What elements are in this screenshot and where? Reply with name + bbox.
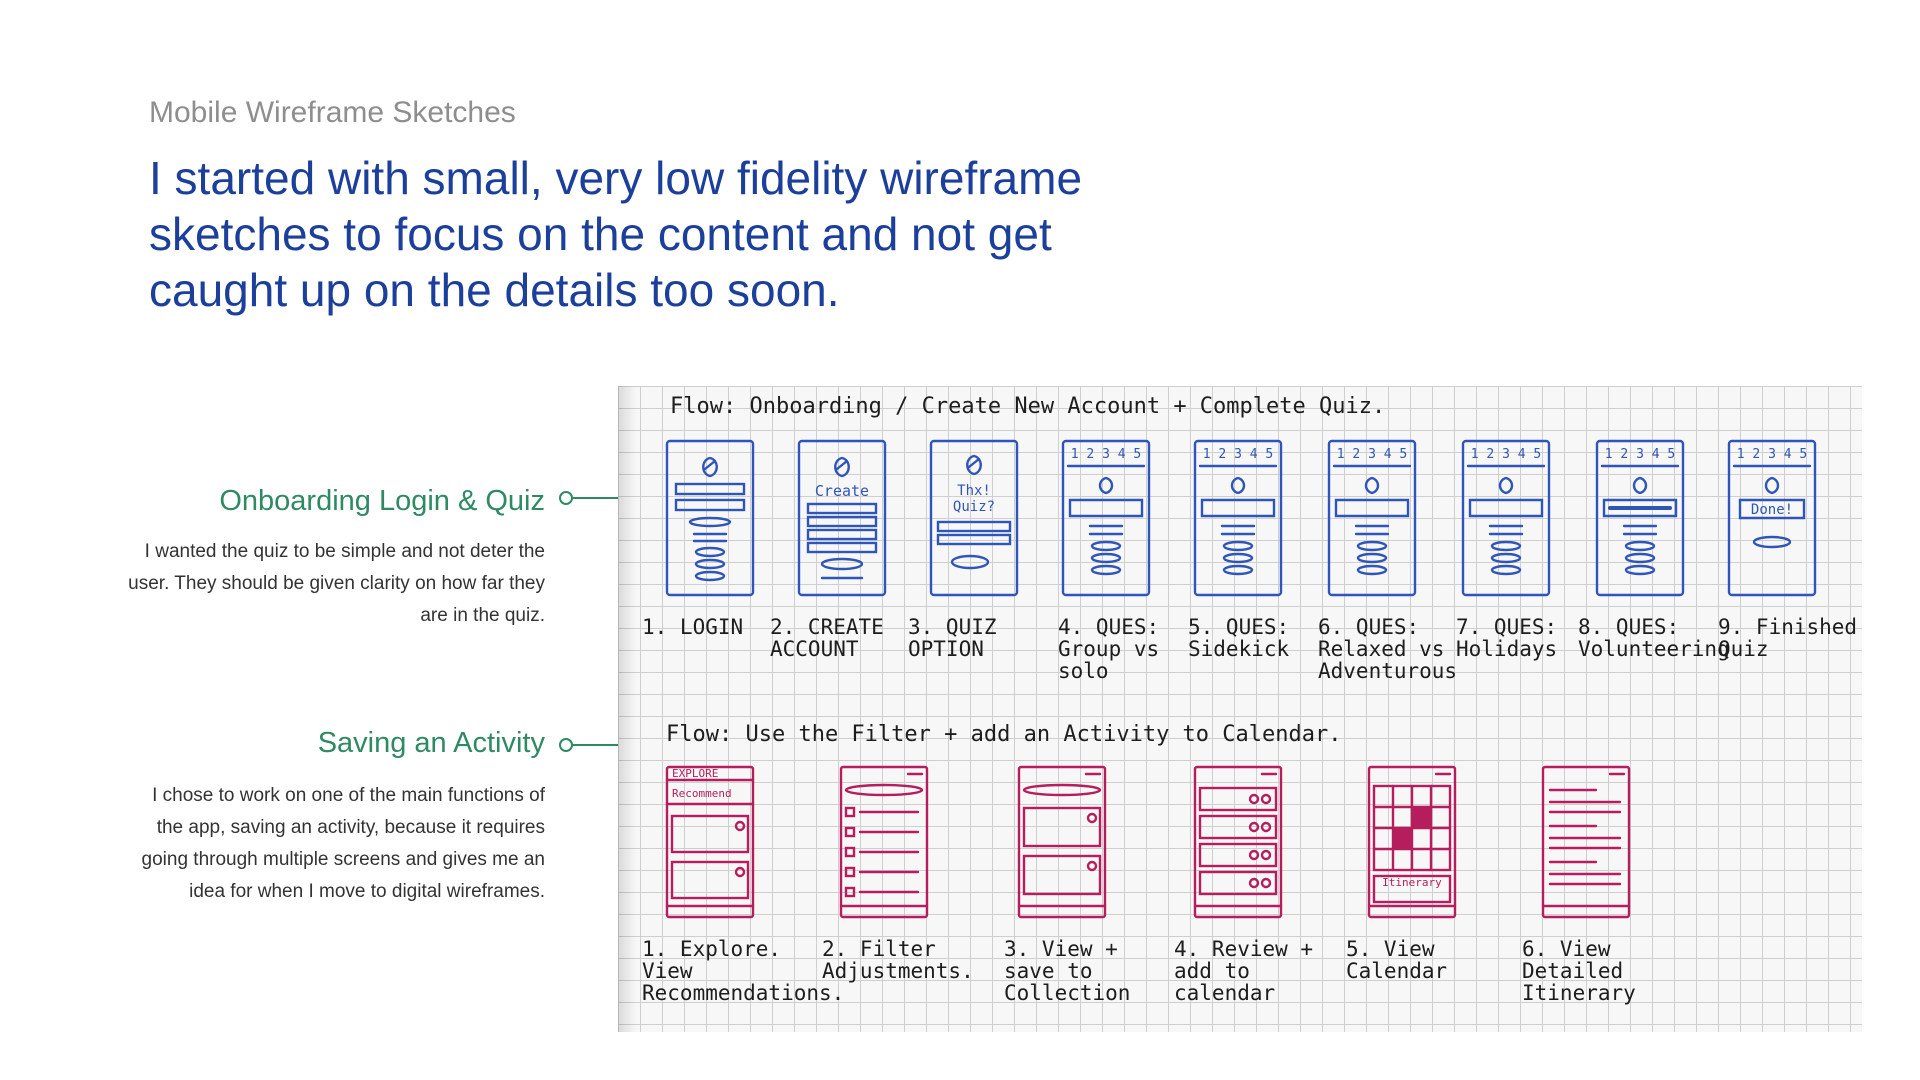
sketch-screen-finished-quiz: 1 2 3 4 5 Done! (1727, 439, 1817, 597)
svg-text:Create: Create (815, 482, 869, 500)
sketch-screen-save-collection (1017, 765, 1107, 919)
svg-text:Itinerary: Itinerary (1382, 876, 1442, 889)
sketch-screen-question-volunteering: 1 2 3 4 5 (1595, 439, 1685, 597)
sketch-screen-question-group: 1 2 3 4 5 (1061, 439, 1151, 597)
sketch-label-explore: 1. Explore. View Recommendations. (642, 937, 845, 1005)
sketch-label-itinerary: 6. View Detailed Itinerary (1522, 937, 1636, 1005)
notebook-binding-shadow (618, 386, 636, 1032)
sketch-label-question-group: 4. QUES: Group vs solo (1058, 615, 1160, 683)
sketch-label-filter: 2. Filter Adjustments. (822, 937, 974, 983)
sketch-screen-login (665, 439, 755, 597)
svg-text:Quiz?: Quiz? (953, 499, 995, 515)
page-eyebrow: Mobile Wireframe Sketches (149, 96, 516, 129)
sketch-screen-question-sidekick: 1 2 3 4 5 (1193, 439, 1283, 597)
sketch-label-save-collection: 3. View + save to Collection (1004, 937, 1131, 1005)
sketch-label-quiz-option: 3. QUIZ OPTION (908, 615, 997, 661)
section-title-onboarding: Onboarding Login & Quiz (219, 485, 545, 517)
sketch-screen-question-holidays: 1 2 3 4 5 (1461, 439, 1551, 597)
flow2-title: Flow: Use the Filter + add an Activity t… (666, 722, 1342, 747)
sketch-label-question-sidekick: 5. QUES: Sidekick (1188, 615, 1290, 661)
svg-text:Done!: Done! (1751, 502, 1793, 518)
sketch-screen-itinerary (1541, 765, 1631, 919)
sketch-label-finished-quiz: 9. Finished Quiz (1718, 615, 1858, 661)
svg-text:Recommend: Recommend (672, 787, 732, 800)
flow1-title: Flow: Onboarding / Create New Account + … (670, 394, 1386, 419)
svg-text:EXPLORE: EXPLORE (672, 767, 718, 780)
svg-text:Thx!: Thx! (957, 483, 991, 499)
section-description-saving: I chose to work on one of the main funct… (141, 785, 545, 902)
wireframe-sketch-notebook: Flow: Onboarding / Create New Account + … (618, 386, 1862, 1032)
svg-text:1 2 3 4 5: 1 2 3 4 5 (1071, 447, 1141, 462)
sketch-label-question-holidays: 7. QUES: Holidays (1456, 615, 1558, 661)
sketch-label-login: 1. LOGIN (642, 615, 744, 639)
sketch-label-question-volunteering: 8. QUES: Volunteering (1578, 615, 1730, 661)
section-description-onboarding: I wanted the quiz to be simple and not d… (128, 541, 545, 626)
sketch-label-calendar: 5. View Calendar (1346, 937, 1448, 983)
sketch-screen-explore: EXPLORE Recommend (665, 765, 755, 919)
svg-text:1 2 3 4 5: 1 2 3 4 5 (1471, 447, 1541, 462)
section-title-saving: Saving an Activity (317, 727, 545, 759)
sketch-screen-review-calendar (1193, 765, 1283, 919)
svg-text:1 2 3 4 5: 1 2 3 4 5 (1605, 447, 1675, 462)
svg-text:1 2 3 4 5: 1 2 3 4 5 (1203, 447, 1273, 462)
sketch-screen-question-relaxed: 1 2 3 4 5 (1327, 439, 1417, 597)
sketch-label-create-account: 2. CREATE ACCOUNT (770, 615, 884, 661)
sketch-label-question-relaxed: 6. QUES: Relaxed vs Adventurous (1318, 615, 1458, 683)
sketch-screen-calendar: Itinerary (1367, 765, 1457, 919)
sketch-label-review-calendar: 4. Review + add to calendar (1174, 937, 1314, 1005)
sketch-screen-filter (839, 765, 929, 919)
page-headline: I started with small, very low fidelity … (149, 152, 1083, 316)
sketch-screen-create-account: Create (797, 439, 887, 597)
svg-text:1 2 3 4 5: 1 2 3 4 5 (1337, 447, 1407, 462)
sketch-screen-quiz-option: Thx! Quiz? (929, 439, 1019, 597)
svg-text:1 2 3 4 5: 1 2 3 4 5 (1737, 447, 1807, 462)
